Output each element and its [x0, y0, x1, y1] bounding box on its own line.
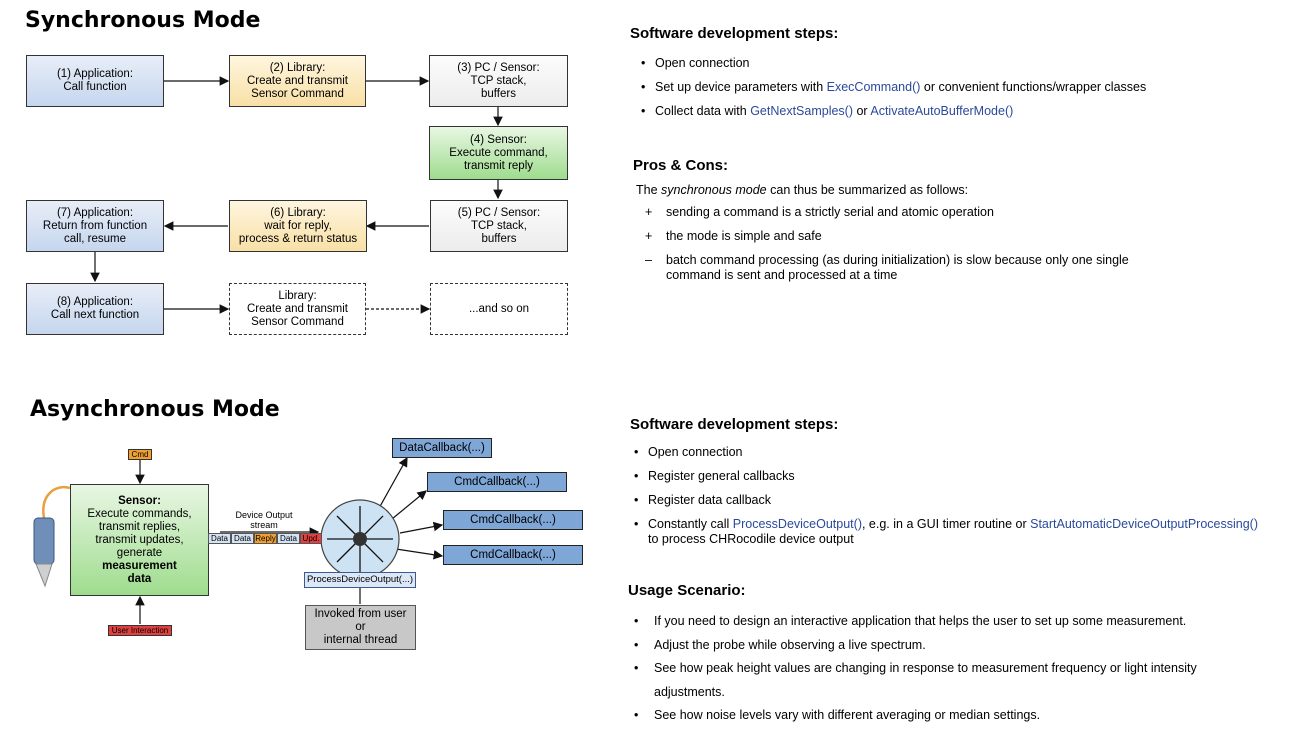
sync-step-3: Collect data with GetNextSamples() or Ac… — [641, 104, 1261, 118]
exec-command-link[interactable]: ExecCommand() — [826, 80, 921, 94]
stream-segment-data: Data — [277, 533, 300, 544]
sync-steps-heading: Software development steps: — [630, 25, 839, 42]
usage-heading: Usage Scenario: — [628, 582, 746, 599]
user-interaction-tag: User Interaction — [108, 625, 172, 636]
pros-intro: The synchronous mode can thus be summari… — [636, 183, 969, 197]
sensor-title: Sensor: — [118, 494, 161, 507]
async-title: Asynchronous Mode — [30, 397, 280, 422]
sync-steps-list: Open connection Set up device parameters… — [641, 56, 1261, 118]
sensor-bold-text: measurement data — [102, 559, 177, 585]
sync-box-8: (8) Application: Call next function — [26, 283, 164, 335]
process-device-output-label: ProcessDeviceOutput(...) — [304, 572, 416, 588]
usage-item: If you need to design an interactive app… — [634, 610, 1264, 634]
sync-step-1: Open connection — [641, 56, 1261, 70]
cmd-callback-box: CmdCallback(...) — [443, 545, 583, 565]
pros-list: + sending a command is a strictly serial … — [645, 205, 1205, 292]
sync-box-2: (2) Library: Create and transmit Sensor … — [229, 55, 366, 107]
pros-cons-text: sending a command is a strictly serial a… — [666, 205, 994, 219]
pros-cons-sign: – — [645, 253, 652, 267]
async-step-3: Register data callback — [634, 493, 1284, 507]
sync-box-9: Library: Create and transmit Sensor Comm… — [229, 283, 366, 335]
stream-segment-reply: Reply — [254, 533, 277, 544]
async-step-1: Open connection — [634, 445, 1284, 459]
async-steps-list: Open connection Register general callbac… — [634, 445, 1284, 547]
pros-cons-text: the mode is simple and safe — [666, 229, 822, 243]
async-steps-heading: Software development steps: — [630, 416, 839, 433]
async-step-4: Constantly call ProcessDeviceOutput(), e… — [634, 517, 1284, 547]
cmd-tag: Cmd — [128, 449, 152, 460]
start-auto-processing-link[interactable]: StartAutomaticDeviceOutputProcessing() — [1030, 517, 1258, 531]
process-device-output-link[interactable]: ProcessDeviceOutput() — [732, 517, 862, 531]
stream-segment-data: Data — [231, 533, 254, 544]
pros-cons-item: –batch command processing (as during ini… — [645, 253, 1205, 283]
sync-box-6: (6) Library: wait for reply, process & r… — [229, 200, 367, 252]
pros-cons-item: + the mode is simple and safe — [645, 229, 1205, 244]
get-next-samples-link[interactable]: GetNextSamples() — [750, 104, 853, 118]
usage-item: See how noise levels vary with different… — [634, 704, 1264, 728]
usage-item: See how peak height values are changing … — [634, 657, 1264, 704]
pros-cons-item: + sending a command is a strictly serial … — [645, 205, 1205, 220]
sync-box-7: (7) Application: Return from function ca… — [26, 200, 164, 252]
sync-step-2: Set up device parameters with ExecComman… — [641, 80, 1261, 94]
cmd-callback-box: CmdCallback(...) — [443, 510, 583, 530]
stream-segment-upd: Upd. — [300, 533, 322, 544]
cmd-callback-box: CmdCallback(...) — [427, 472, 567, 492]
stream-label: Device Output stream — [235, 510, 293, 530]
invoked-from-box: Invoked from user or internal thread — [305, 605, 416, 650]
usage-list: If you need to design an interactive app… — [634, 610, 1264, 728]
sync-box-3: (3) PC / Sensor: TCP stack, buffers — [429, 55, 568, 107]
pros-cons-heading: Pros & Cons: — [633, 157, 729, 174]
sync-box-10: ...and so on — [430, 283, 568, 335]
activate-auto-buffer-link[interactable]: ActivateAutoBufferMode() — [870, 104, 1014, 118]
sync-box-5: (5) PC / Sensor: TCP stack, buffers — [430, 200, 568, 252]
pros-cons-sign: + — [645, 229, 653, 243]
sync-title: Synchronous Mode — [25, 8, 261, 33]
pros-cons-sign: + — [645, 205, 653, 219]
async-step-2: Register general callbacks — [634, 469, 1284, 483]
usage-item: Adjust the probe while observing a live … — [634, 634, 1264, 658]
sync-box-4: (4) Sensor: Execute command, transmit re… — [429, 126, 568, 180]
sensor-box: Sensor: Execute commands, transmit repli… — [70, 484, 209, 596]
sync-box-1: (1) Application: Call function — [26, 55, 164, 107]
stream-segment-data: Data — [208, 533, 231, 544]
pros-cons-text: batch command processing (as during init… — [666, 253, 1129, 282]
sensor-body: Execute commands, transmit replies, tran… — [87, 507, 192, 559]
data-callback-box: DataCallback(...) — [392, 438, 492, 458]
